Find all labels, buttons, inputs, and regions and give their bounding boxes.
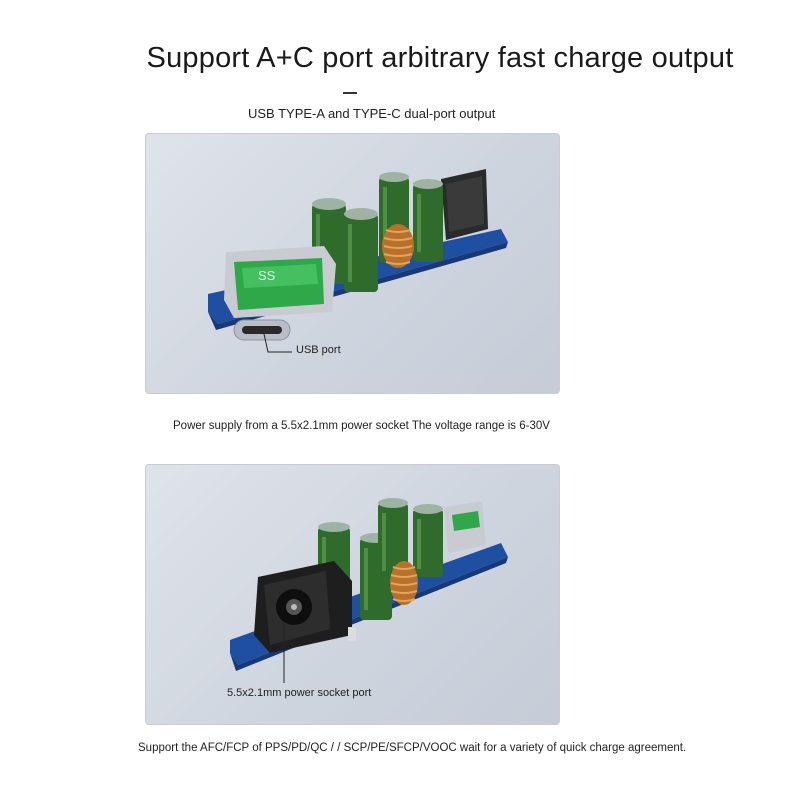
page-subtitle: USB TYPE-A and TYPE-C dual-port output	[248, 106, 496, 121]
page-title: Support A+C port arbitrary fast charge o…	[146, 42, 734, 74]
usb-board-illustration: SS	[208, 169, 508, 353]
power-supply-caption: Power supply from a 5.5x2.1mm power sock…	[173, 420, 550, 432]
usb-port-label: USB port	[296, 344, 341, 356]
usb-c-port	[233, 319, 291, 341]
dc-power-socket	[254, 561, 356, 653]
power-socket-label: 5.5x2.1mm power socket port	[227, 687, 372, 699]
power-socket-photo-panel: 5.5x2.1mm power socket port	[145, 464, 560, 725]
usb-port-photo-panel: SS USB port	[145, 133, 560, 394]
capacitor	[344, 208, 378, 292]
capacitor	[413, 179, 443, 262]
usb-a-port: SS	[224, 246, 336, 318]
protocol-support-caption: Support the AFC/FCP of PPS/PD/QC / / SCP…	[138, 742, 687, 754]
title-underline	[343, 92, 357, 94]
power-socket-board-illustration	[230, 498, 508, 683]
svg-text:SS: SS	[258, 268, 276, 283]
capacitor	[413, 504, 443, 577]
callout-line	[263, 333, 292, 353]
inductor-coil	[382, 224, 414, 268]
capacitor	[378, 498, 408, 581]
inductor-coil	[390, 561, 418, 605]
